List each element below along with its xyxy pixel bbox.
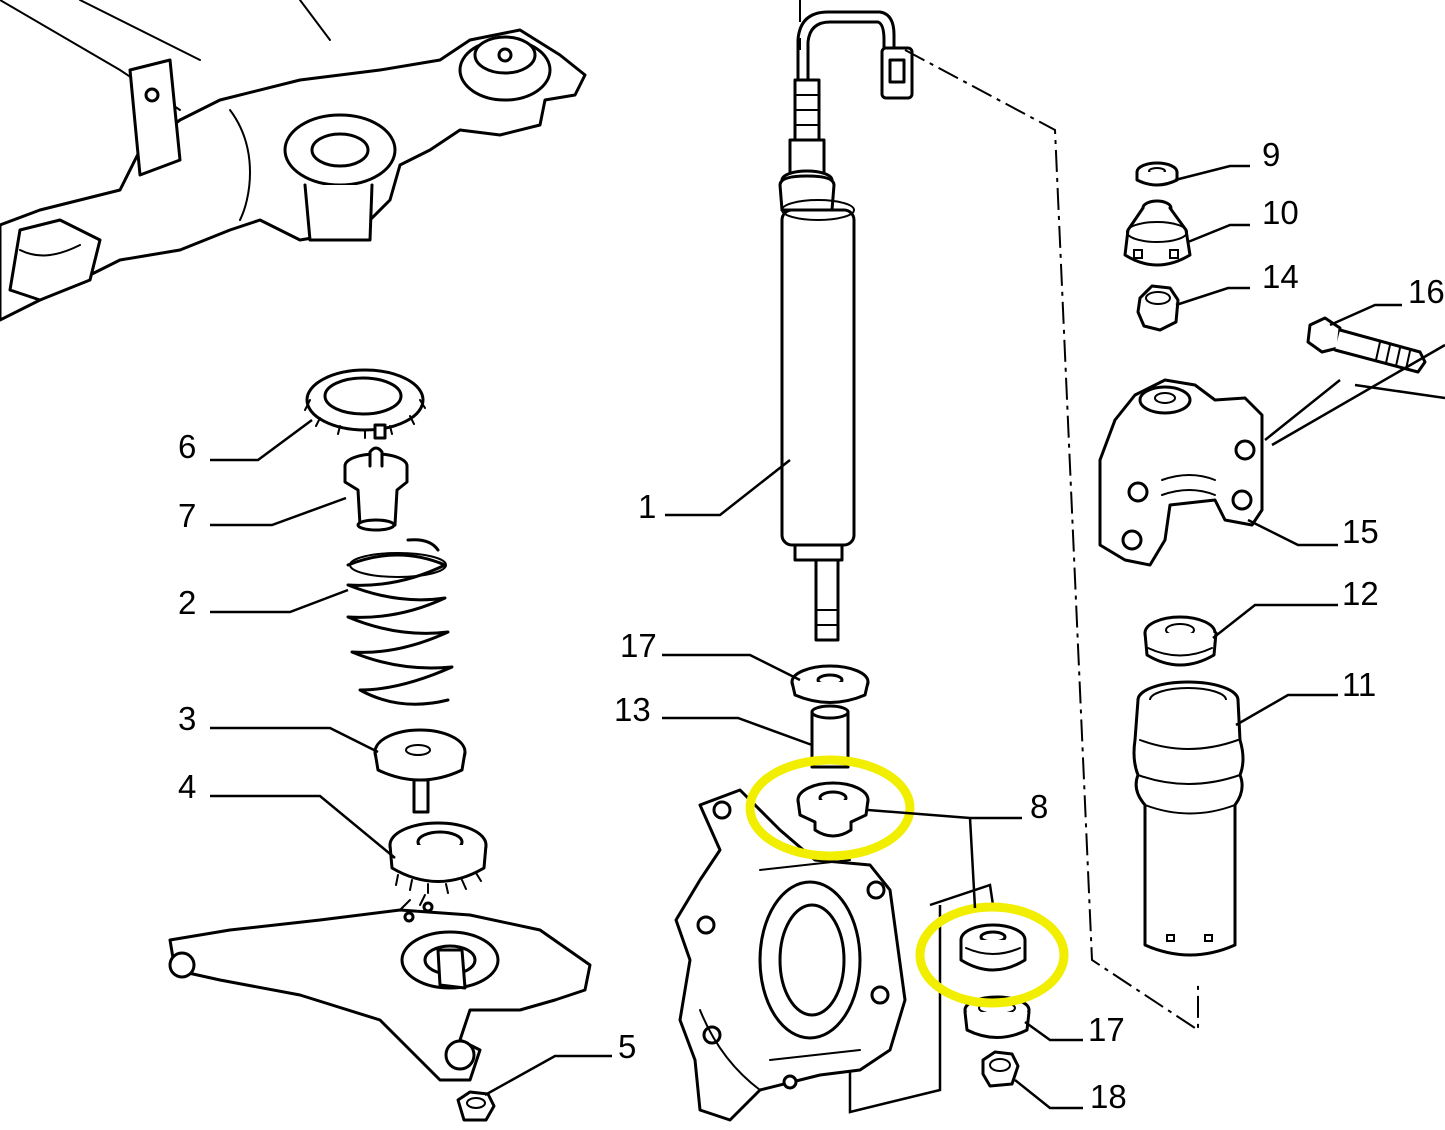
callout-5: 5 xyxy=(618,1028,636,1065)
callout-18: 18 xyxy=(1090,1078,1127,1115)
nut-14 xyxy=(1136,284,1180,332)
callout-7: 7 xyxy=(178,497,196,534)
mount-bracket-15 xyxy=(1098,378,1264,567)
callout-6: 6 xyxy=(178,428,196,465)
wheel-knuckle xyxy=(674,788,907,1122)
callout-14: 14 xyxy=(1262,258,1299,295)
callout-17-upper: 17 xyxy=(620,627,657,664)
callout-16: 16 xyxy=(1408,273,1445,310)
spring-pad xyxy=(388,821,488,894)
lower-control-arm xyxy=(168,894,592,1082)
bump-stop-12 xyxy=(1143,615,1218,667)
callout-10: 10 xyxy=(1262,194,1299,231)
washer-17-upper xyxy=(790,664,870,704)
highlight-bushing-upper xyxy=(745,755,915,861)
top-mount-10 xyxy=(1123,199,1192,267)
callout-9: 9 xyxy=(1262,136,1280,173)
knuckle-bracket-line xyxy=(848,883,995,1114)
callout-3: 3 xyxy=(178,700,196,737)
spring-seat-upper xyxy=(304,368,426,440)
spring-seat-lower xyxy=(373,728,467,814)
callout-17-lower: 17 xyxy=(1088,1011,1125,1048)
assembly-centerline-shock xyxy=(799,0,1199,1032)
bolt-16 xyxy=(1306,316,1427,374)
bolt-16-leader-lines xyxy=(1264,343,1445,447)
coil-spring xyxy=(346,538,454,706)
callout-2: 2 xyxy=(178,584,196,621)
nut-5 xyxy=(456,1090,496,1122)
callout-15: 15 xyxy=(1342,513,1379,550)
leader-lines xyxy=(210,164,1402,1110)
bushing-8-upper xyxy=(796,781,870,838)
callout-4: 4 xyxy=(178,768,196,805)
callout-11: 11 xyxy=(1342,666,1376,703)
callout-13: 13 xyxy=(614,691,651,728)
highlight-bushing-lower xyxy=(915,902,1069,1008)
rear-subframe xyxy=(0,0,587,322)
bump-stop xyxy=(343,446,409,532)
washer-9 xyxy=(1135,161,1179,187)
bushing-8-lower xyxy=(959,923,1027,972)
dust-boot-11 xyxy=(1132,680,1245,957)
shock-absorber xyxy=(778,10,914,642)
nut-18 xyxy=(981,1050,1020,1088)
callout-12: 12 xyxy=(1342,575,1379,612)
callout-1: 1 xyxy=(638,488,656,525)
callout-8: 8 xyxy=(1030,788,1048,825)
